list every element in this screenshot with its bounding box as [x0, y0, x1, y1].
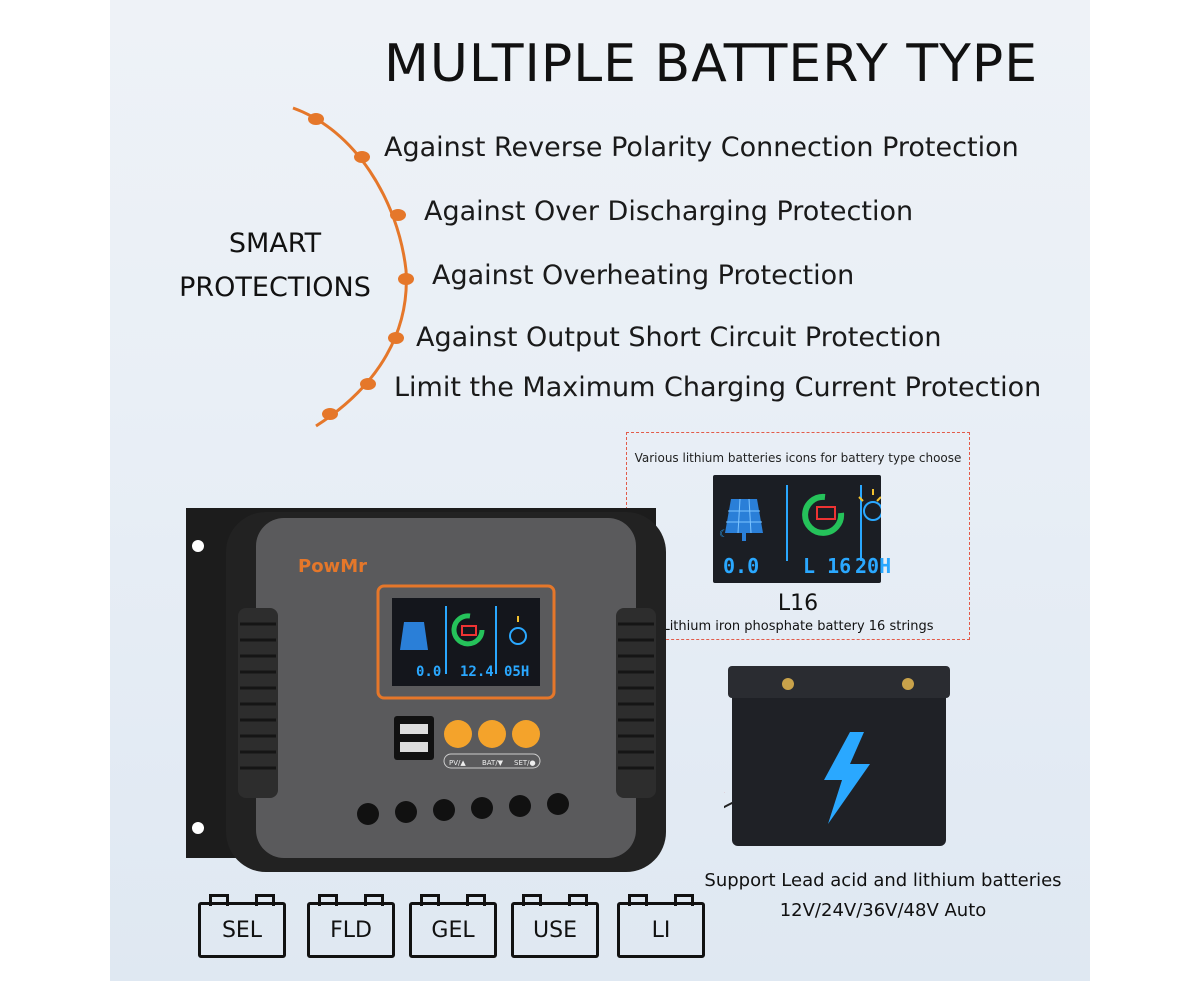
protection-item: Against Output Short Circuit Protection	[416, 322, 942, 353]
bat-down-button	[478, 720, 506, 748]
support-text: Support Lead acid and lithium batteries …	[704, 870, 1062, 921]
lcd-display-zoom: ☾ 0.0 L 16	[713, 475, 883, 583]
smart-protections-label: SMART PROTECTIONS	[179, 228, 371, 303]
button-label-pv: PV/▲	[449, 759, 466, 767]
lithium-callout: Various lithium batteries icons for batt…	[626, 432, 970, 640]
lcd-load-value: 20H	[855, 554, 891, 578]
button-label-bat: BAT/▼	[482, 759, 504, 767]
button-label-set: SET/●	[514, 759, 536, 767]
page-title: MULTIPLE BATTERY TYPE	[384, 34, 1039, 94]
battery-image	[724, 666, 950, 846]
battery-code-description: Lithium iron phosphate battery 16 string…	[662, 619, 934, 634]
solar-panel-icon	[725, 498, 763, 541]
arc-dot	[322, 408, 338, 420]
battery-type-gel: GEL	[406, 892, 498, 958]
lcd-load-readout: 20H	[855, 554, 891, 578]
lcd-icons: ☾ 0.0 L 16	[719, 485, 883, 578]
bulb-icon	[858, 489, 883, 521]
charge-controller: 0.0 12.4 05H PV/▲ BAT/▼ SET/● PowMr	[186, 508, 666, 872]
device-lcd-load: 05H	[504, 664, 529, 680]
lcd-pv-value: 0.0	[723, 554, 759, 578]
device-lcd-battery: 12.4	[460, 664, 494, 680]
battery-type-li: LI	[614, 892, 706, 958]
battery-type-fld: FLD	[304, 892, 396, 958]
protection-arc	[292, 106, 414, 428]
device-lcd-pv: 0.0	[416, 664, 441, 680]
protection-item: Against Reverse Polarity Connection Prot…	[384, 132, 1019, 163]
arc-dot	[388, 332, 404, 344]
arc-dot	[398, 273, 414, 285]
arc-dot	[360, 378, 376, 390]
lightning-icon	[824, 732, 870, 824]
protection-item: Against Overheating Protection	[432, 260, 855, 291]
callout-caption: Various lithium batteries icons for batt…	[634, 451, 962, 465]
arc-dot	[354, 151, 370, 163]
battery-code: L16	[777, 591, 819, 616]
svg-text:☾: ☾	[719, 529, 728, 540]
battery-type-use: USE	[508, 892, 600, 958]
brand-logo: PowMr	[298, 556, 367, 577]
battery-status-icon	[802, 493, 845, 536]
battery-type-sel: SEL	[195, 892, 287, 958]
protection-item: Against Over Discharging Protection	[424, 196, 914, 227]
arc-dot	[390, 209, 406, 221]
pv-up-button	[444, 720, 472, 748]
protection-item: Limit the Maximum Charging Current Prote…	[394, 372, 1042, 403]
arc-dot	[308, 113, 324, 125]
set-button	[512, 720, 540, 748]
lcd-battery-value: L 16	[803, 554, 851, 578]
